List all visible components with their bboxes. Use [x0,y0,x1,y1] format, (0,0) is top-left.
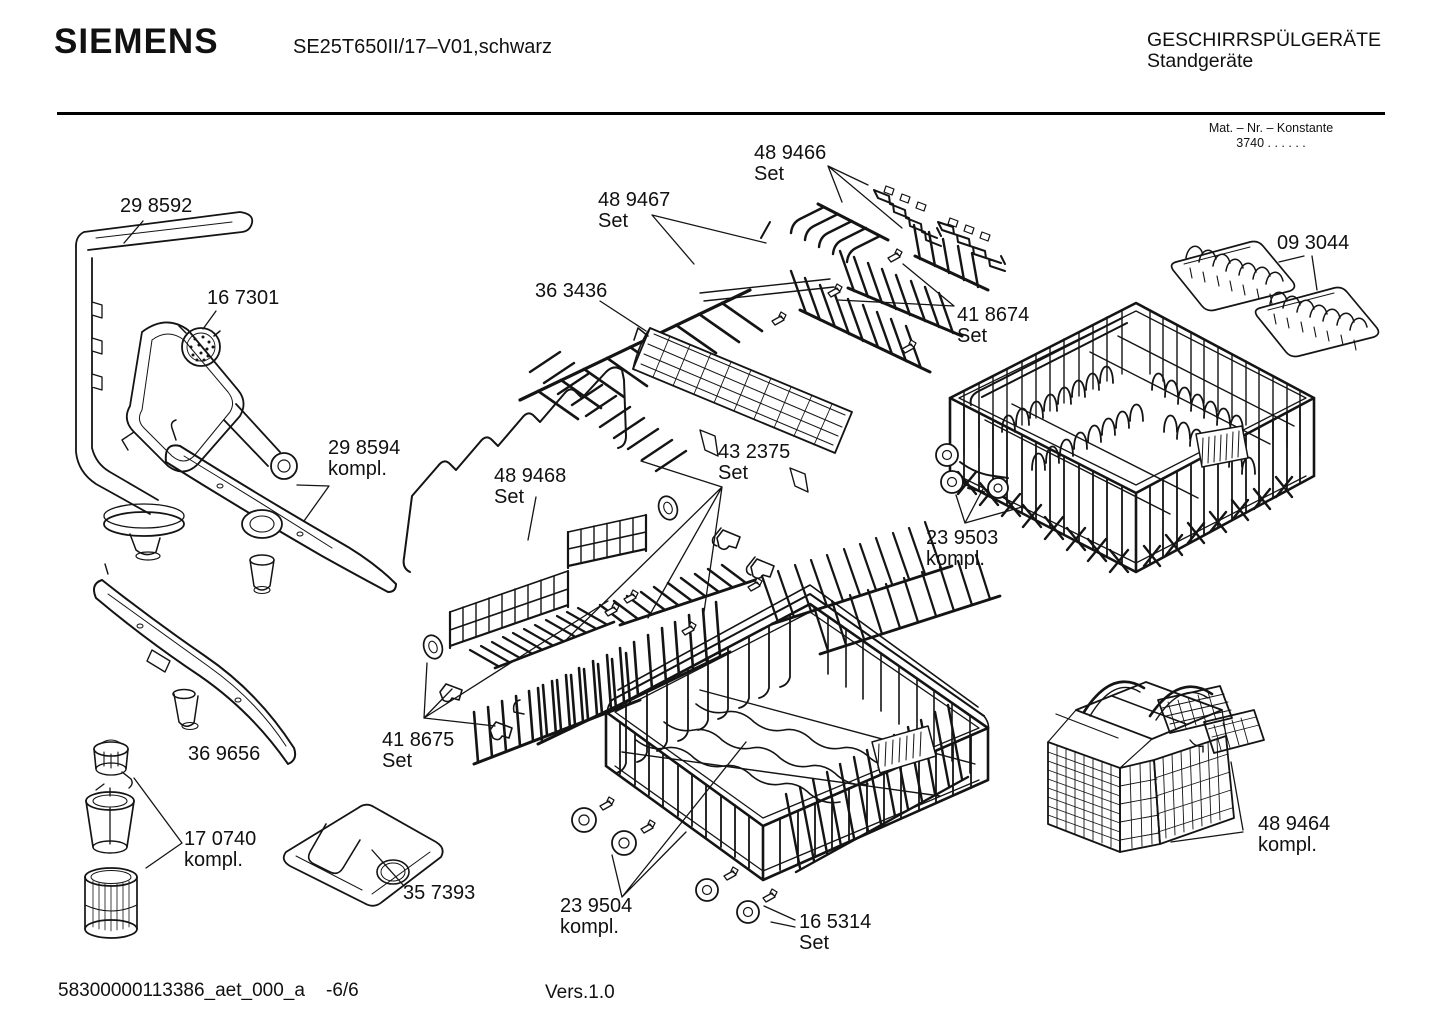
wire-and-clip-set-drawing [402,366,775,741]
page-indicator: -6/6 [326,980,359,1001]
part-label-09-3044: 09 3044 [1277,232,1350,254]
lower-basket-drawing [571,584,990,924]
water-feed-pipe-drawing [75,211,254,561]
subcategory-line: Standgeräte [1147,50,1254,72]
upper-comb-set-drawing [789,185,1006,374]
part-label-29-8592: 29 8592 [120,195,193,217]
part-label-36-9656: 36 9656 [188,743,261,765]
category-line: GESCHIRRSPÜLGERÄTE [1147,29,1382,51]
upper-spray-arm-drawing [121,321,397,595]
mat-nr-value: 3740 . . . . . . [1236,136,1306,150]
cutlery-basket-drawing [1047,680,1265,853]
filter-stack-drawing [84,739,138,939]
plate-rack-set-drawing [448,513,648,650]
part-label-36-3436: 36 3436 [535,280,608,302]
mat-nr-block: Mat. – Nr. – Konstante 3740 . . . . . . [1200,121,1342,151]
mat-nr-caption: Mat. – Nr. – Konstante [1208,121,1334,135]
cutlery-tray-drawing [632,327,853,493]
version-label: Vers.1.0 [545,982,615,1003]
lower-spray-arm-drawing [93,563,297,765]
strainer-plate-drawing [282,803,444,907]
fastener-bolts-drawing [604,248,917,636]
part-label-16-7301: 16 7301 [207,287,280,309]
cup-rack-drawing [1170,240,1380,358]
brand-logo: SIEMENS [54,22,219,61]
model-number: SE25T650II/17–V01,schwarz [293,36,553,58]
product-category-block: GESCHIRRSPÜLGERÄTE Standgeräte [1147,30,1381,72]
part-label-35-7393: 35 7393 [403,882,476,904]
header-rule [57,112,1385,115]
upper-basket-drawing [935,301,1316,574]
leader-lines [123,165,1318,928]
document-id: 58300000113386_aet_000_a [58,980,305,1001]
